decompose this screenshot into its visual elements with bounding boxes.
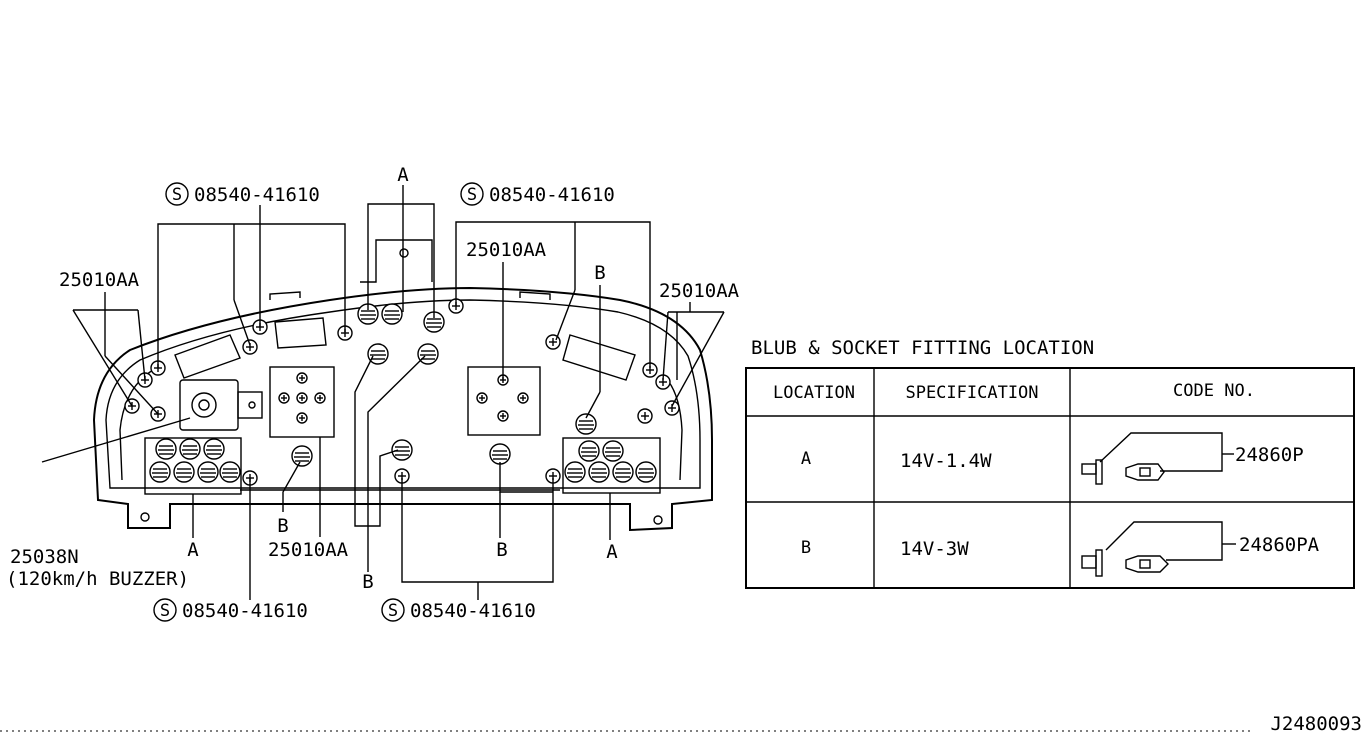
bulb-markers [149,303,657,483]
bulb-socket-b-icon [1081,521,1236,577]
table-title: BLUB & SOCKET FITTING LOCATION [751,337,1094,359]
screw-icon [242,339,258,355]
screw-symbol-icon [460,182,484,206]
socket-mark-icon [497,410,509,422]
callout-bulb-b-bottom-left: B [277,515,288,537]
callout-buzzer-desc: (120km/h BUZZER) [6,568,189,590]
callout-socket-left: 25010AA [59,269,140,291]
callout-socket-center: 25010AA [466,239,547,261]
bulb-icon [381,303,403,325]
screw-symbol: S [467,185,477,205]
table-frame [745,367,1355,589]
table-row-a-code: 24860P [1235,444,1304,466]
callout-screw-top-left: 08540-41610 [194,184,320,206]
screw-symbol-icon [381,598,405,622]
callout-buzzer-part: 25038N [10,546,79,568]
screw-symbol: S [172,185,182,205]
bulb-icon [179,438,201,460]
bulb-icon [197,461,219,483]
bulb-icon [219,461,241,483]
socket-mark-icon [296,372,308,384]
gauge-windows [174,317,636,381]
bulb-icon [575,413,597,435]
bulb-icon [391,439,413,461]
callout-bulb-a-top: A [397,164,409,186]
callout-screw-bottom-left: 08540-41610 [182,600,308,622]
socket-mark-icon [476,392,488,404]
screw-symbol-icon [153,598,177,622]
pin-icon [399,248,409,258]
socket-mark-icon [278,392,290,404]
bulb-icon [612,461,634,483]
table-row-a-spec: 14V-1.4W [900,450,992,472]
callout-socket-right: 25010AA [659,280,740,302]
bulb-icon [588,461,610,483]
bulb-icon [173,461,195,483]
socket-blocks [144,366,661,495]
callout-bulb-b-bottom-right: B [496,539,507,561]
bulb-icon [564,461,586,483]
screw-symbol-icon [165,182,189,206]
table-header-location: LOCATION [773,383,855,403]
screw-symbol: S [388,601,398,621]
bulb-icon [149,461,171,483]
bulb-icon [203,438,225,460]
bulb-icon [291,445,313,467]
fitting-location-table: BLUB & SOCKET FITTING LOCATION LOCATION … [745,337,1355,589]
bulb-icon [635,461,657,483]
table-row-b-code: 24860PA [1239,534,1320,556]
socket-mark-icon [296,412,308,424]
bulb-icon [367,343,389,365]
socket-mark-icon [314,392,326,404]
table-header-specification: SPECIFICATION [905,383,1038,403]
callout-screw-top-right: 08540-41610 [489,184,615,206]
table-row-b-spec: 14V-3W [900,538,969,560]
bulb-socket-a-icon [1081,432,1234,485]
table-row-a-location: A [801,449,811,469]
callout-bulb-a-bottom-left: A [187,539,199,561]
screw-symbol: S [160,601,170,621]
screw-icon [545,334,561,350]
callout-socket-bottom: 25010AA [268,539,349,561]
callout-labels: S 08540-41610 S 08540-41610 A 25010AA B … [6,164,740,622]
table-row-b-location: B [801,538,811,558]
table-header-code: CODE NO. [1173,381,1255,401]
screw-icon [637,408,653,424]
socket-mark-icon [296,392,308,404]
callout-bulb-b-bottom-middle: B [362,571,373,593]
callout-bulb-a-bottom-right: A [606,541,618,563]
callout-bulb-b-top: B [594,262,605,284]
bulb-icon [155,438,177,460]
cluster-housing [92,286,713,532]
bulb-icon [417,343,439,365]
callout-screw-bottom-right: 08540-41610 [410,600,536,622]
buzzer-module [179,379,263,431]
bulb-icon [602,440,624,462]
bulb-icon [489,443,511,465]
bulb-icon [578,440,600,462]
screw-icon [664,400,680,416]
socket-mark-icon [517,392,529,404]
drawing-id: J2480093 [1270,713,1362,735]
leader-lines [41,185,725,600]
